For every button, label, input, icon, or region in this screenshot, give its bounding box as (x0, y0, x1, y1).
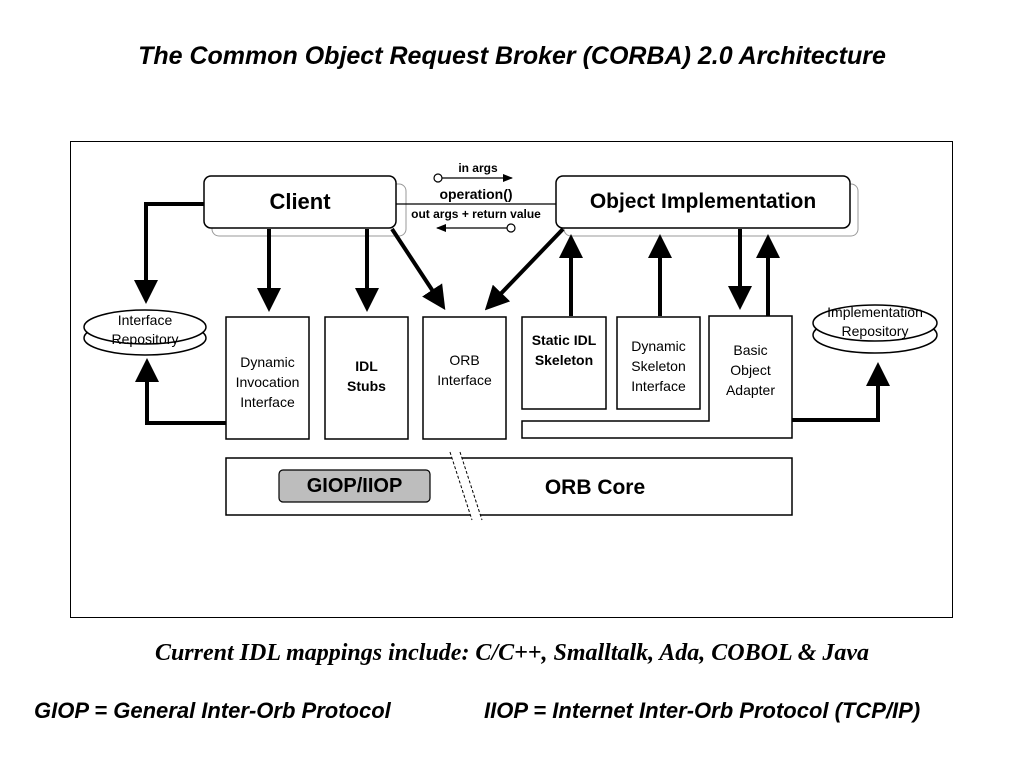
orb-interface-line-1: ORB (449, 352, 480, 368)
dsi-box (616, 316, 701, 410)
out-args-origin (506, 223, 516, 233)
orb-core-break-line-right (459, 451, 483, 521)
implementation-repository-top (812, 304, 938, 342)
boa-box (521, 315, 793, 439)
orb-interface-box (422, 316, 507, 440)
boa-to-implementation-repository-arrow (792, 362, 890, 422)
dii-line-1: Dynamic (240, 354, 295, 370)
orb-core-label: ORB Core (544, 476, 646, 499)
dsi-line-3: Interface (631, 378, 686, 394)
object-implementation-to-orb-interface-arrow (484, 227, 565, 311)
dii-label: Dynamic Invocation Interface (226, 350, 309, 414)
static-skeleton-box (521, 316, 607, 410)
dii-line-3: Interface (240, 394, 295, 410)
interface-repository-top (83, 309, 207, 345)
interface-repository-line-2: Repository (111, 331, 179, 347)
idl-stubs-line-2: Stubs (347, 378, 386, 394)
giop-footnote: GIOP = General Inter-Orb Protocol (34, 698, 391, 723)
slide-title: The Common Object Request Broker (CORBA)… (138, 42, 886, 70)
orb-core-break-line-left (449, 451, 473, 521)
idl-stubs-label: IDL Stubs (325, 354, 408, 398)
object-implementation-label: Object Implementation (589, 190, 817, 213)
static-skeleton-label: Static IDL Skeleton (522, 328, 606, 372)
orb-interface-line-2: Interface (437, 372, 492, 388)
iiop-footnote: IIOP = Internet Inter-Orb Protocol (TCP/… (484, 698, 921, 723)
in-args-label: in args (458, 161, 498, 175)
giop-iiop-label: GIOP/IIOP (306, 474, 403, 497)
interface-repository-line-1: Interface (117, 312, 173, 328)
idl-stubs-box (324, 316, 409, 440)
static-skeleton-line-2: Skeleton (534, 352, 594, 368)
idl-stubs-line-1: IDL (355, 358, 378, 374)
implementation-repository-label: Implementation Repository (813, 302, 937, 342)
dii-box (225, 316, 310, 440)
boa-line-1: Basic (733, 342, 768, 358)
boa-line-3: Adapter (725, 382, 776, 398)
diagram-frame (70, 141, 953, 618)
dsi-label: Dynamic Skeleton Interface (617, 334, 700, 398)
interface-repository-label: Interface Repository (84, 310, 206, 350)
boa-line-2: Object (730, 362, 771, 378)
out-args-label: out args + return value (411, 207, 541, 221)
implementation-repository-line-1: Implementation (827, 304, 923, 320)
boa-label: Basic Object Adapter (709, 338, 792, 402)
giop-iiop-box (278, 469, 431, 503)
dsi-line-1: Dynamic (631, 338, 686, 354)
orb-interface-label: ORB Interface (423, 348, 506, 392)
implementation-repository-line-2: Repository (841, 323, 909, 339)
dii-line-2: Invocation (235, 374, 300, 390)
client-to-interface-repository-arrow (134, 202, 204, 304)
idl-mappings-caption: Current IDL mappings include: C/C++, Sma… (154, 640, 870, 666)
operation-label: operation() (439, 186, 513, 202)
client-label: Client (269, 189, 331, 214)
client-to-orb-interface-arrow (390, 227, 446, 311)
dii-to-interface-repository-arrow (135, 358, 226, 425)
orb-core-break (450, 452, 482, 520)
dsi-line-2: Skeleton (631, 358, 686, 374)
object-implementation-box (555, 175, 851, 229)
static-skeleton-line-1: Static IDL (531, 332, 597, 348)
